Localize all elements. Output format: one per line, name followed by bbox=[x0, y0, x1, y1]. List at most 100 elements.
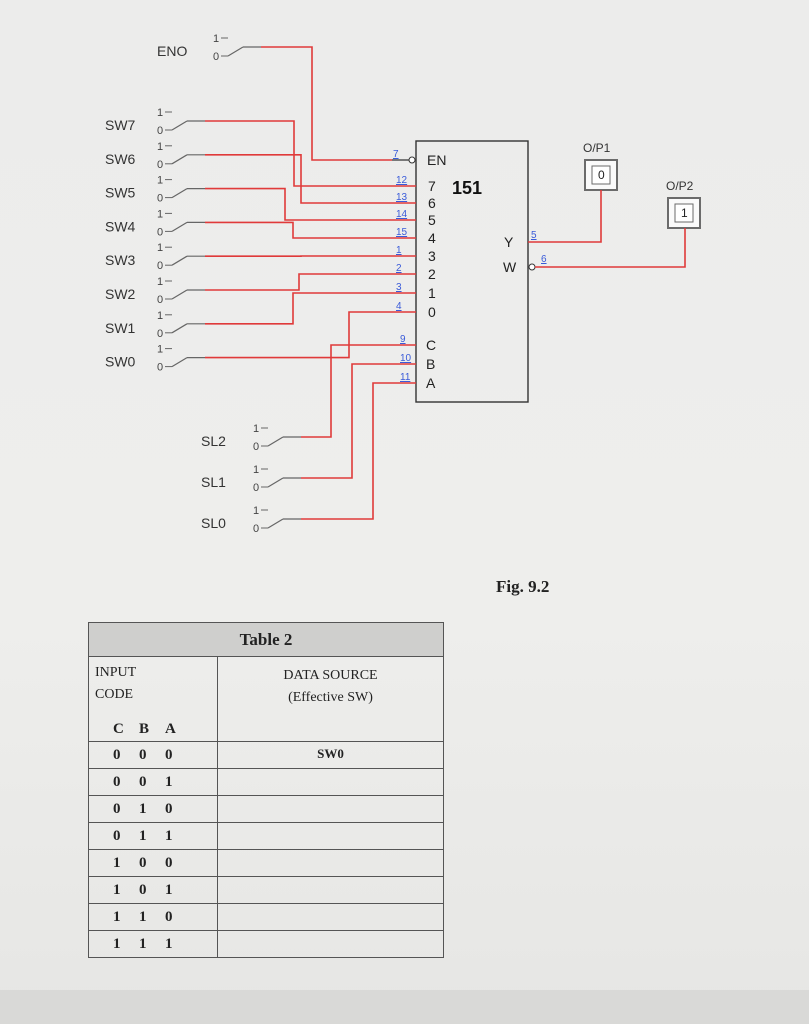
pin-label-b: B bbox=[426, 356, 435, 372]
source-header-line2: (Effective SW) bbox=[288, 690, 373, 705]
input-code-cell: 0 1 1 bbox=[88, 822, 218, 850]
select-switch-sl0-label: SL0 bbox=[201, 515, 226, 531]
data-switch-sw5-label: SW5 bbox=[105, 185, 136, 201]
pin-number-en: 7 bbox=[393, 149, 399, 160]
data-source-cell[interactable] bbox=[217, 903, 444, 931]
code-bit-a: 1 bbox=[165, 881, 173, 898]
pin-label-3: 3 bbox=[428, 248, 436, 264]
data-switch-sw5-lever bbox=[171, 188, 188, 199]
select-switch-sl0-high: 1 bbox=[253, 505, 259, 517]
code-bit-a: 0 bbox=[165, 800, 173, 817]
code-bit-b: 1 bbox=[139, 935, 147, 952]
code-bit-b: 0 bbox=[139, 854, 147, 871]
data-switch-sw2-label: SW2 bbox=[105, 286, 136, 302]
output-wire-w bbox=[535, 228, 686, 268]
data-wire-sw5 bbox=[205, 187, 416, 221]
pin-number-c: 9 bbox=[400, 334, 406, 345]
data-switch-sw3-low: 0 bbox=[157, 260, 163, 272]
table-row: 1 0 1 bbox=[88, 876, 444, 904]
data-switch-sw4-lever bbox=[171, 221, 188, 232]
data-switch-sw3-lever bbox=[171, 255, 188, 266]
select-switch-sl2-lever bbox=[267, 436, 284, 447]
table-title: Table 2 bbox=[88, 622, 444, 657]
pin-number-1: 3 bbox=[396, 282, 402, 293]
data-source-cell[interactable] bbox=[217, 876, 444, 904]
code-bit-a: 1 bbox=[165, 827, 173, 844]
pin-label-1: 1 bbox=[428, 285, 436, 301]
enable-switch-low: 0 bbox=[213, 51, 219, 63]
code-bit-c: 1 bbox=[113, 908, 121, 925]
data-switch-sw4-high: 1 bbox=[157, 208, 163, 220]
data-switch-sw7-low: 0 bbox=[157, 125, 163, 137]
data-switch-sw1-lever bbox=[171, 323, 188, 334]
figure-caption: Fig. 9.2 bbox=[496, 577, 549, 596]
enable-wire bbox=[261, 46, 392, 161]
select-wire-sl1 bbox=[301, 363, 416, 479]
data-source-cell[interactable]: SW0 bbox=[217, 741, 444, 769]
data-switch-sw7-label: SW7 bbox=[105, 117, 136, 133]
select-switch-sl0-low: 0 bbox=[253, 523, 259, 535]
data-wire-sw2 bbox=[205, 273, 416, 291]
data-switch-sw4-label: SW4 bbox=[105, 218, 136, 234]
column-c: C bbox=[113, 720, 124, 737]
source-header-line1: DATA SOURCE bbox=[283, 668, 378, 683]
output-probe-1-label: O/P1 bbox=[583, 141, 611, 155]
pin-number-0: 4 bbox=[396, 301, 402, 312]
code-bit-c: 0 bbox=[113, 800, 121, 817]
data-source-cell[interactable] bbox=[217, 768, 444, 796]
output-probe-2-display bbox=[674, 203, 694, 223]
select-switch-sl0-lever bbox=[267, 518, 284, 529]
pin-label-6: 6 bbox=[428, 195, 436, 211]
pin-label-w: W bbox=[503, 259, 517, 275]
pin-number-2: 2 bbox=[396, 263, 402, 274]
code-bit-a: 1 bbox=[165, 935, 173, 952]
table-row: 0 1 0 bbox=[88, 795, 444, 823]
input-header-line2: CODE bbox=[95, 687, 134, 702]
data-switch-sw6-high: 1 bbox=[157, 141, 163, 153]
en-inversion-bubble bbox=[408, 156, 416, 164]
code-bit-b: 1 bbox=[139, 908, 147, 925]
code-bit-b: 1 bbox=[139, 827, 147, 844]
column-b: B bbox=[139, 720, 150, 737]
data-switch-sw0-high: 1 bbox=[157, 344, 163, 356]
data-switch-sw5-high: 1 bbox=[157, 175, 163, 187]
select-switch-sl2-high: 1 bbox=[253, 423, 259, 435]
pin-number-b: 10 bbox=[400, 353, 412, 364]
data-source-cell[interactable] bbox=[217, 930, 444, 958]
pin-number-5: 14 bbox=[396, 209, 408, 220]
select-switch-sl2-low: 0 bbox=[253, 441, 259, 453]
code-bit-a: 0 bbox=[165, 854, 173, 871]
pin-number-y: 5 bbox=[531, 230, 537, 241]
input-code-cell: 0 1 0 bbox=[88, 795, 218, 823]
code-bit-b: 1 bbox=[139, 800, 147, 817]
input-header-line1: INPUT bbox=[95, 665, 137, 680]
pin-label-0: 0 bbox=[428, 304, 436, 320]
data-switch-sw1-high: 1 bbox=[157, 310, 163, 322]
output-probe-1-value: 0 bbox=[598, 168, 605, 182]
code-bit-b: 0 bbox=[139, 881, 147, 898]
select-wire-sl2 bbox=[301, 344, 416, 438]
data-source-header: DATA SOURCE (Effective SW) bbox=[217, 656, 444, 742]
select-switch-sl2-label: SL2 bbox=[201, 433, 226, 449]
pin-label-2: 2 bbox=[428, 266, 436, 282]
input-code-cell: 1 0 1 bbox=[88, 876, 218, 904]
output-wire-y bbox=[528, 190, 602, 243]
data-source-cell[interactable] bbox=[217, 795, 444, 823]
pin-number-a: 11 bbox=[400, 372, 411, 383]
code-bit-c: 0 bbox=[113, 827, 121, 844]
data-switch-sw1-label: SW1 bbox=[105, 320, 136, 336]
data-source-cell[interactable] bbox=[217, 849, 444, 877]
code-bit-c: 1 bbox=[113, 881, 121, 898]
enable-switch-high: 1 bbox=[213, 33, 219, 45]
data-source-cell[interactable] bbox=[217, 822, 444, 850]
output-probe-2-label: O/P2 bbox=[666, 179, 694, 193]
data-switch-sw0-lever bbox=[171, 357, 188, 368]
data-switch-sw6-lever bbox=[171, 154, 188, 165]
